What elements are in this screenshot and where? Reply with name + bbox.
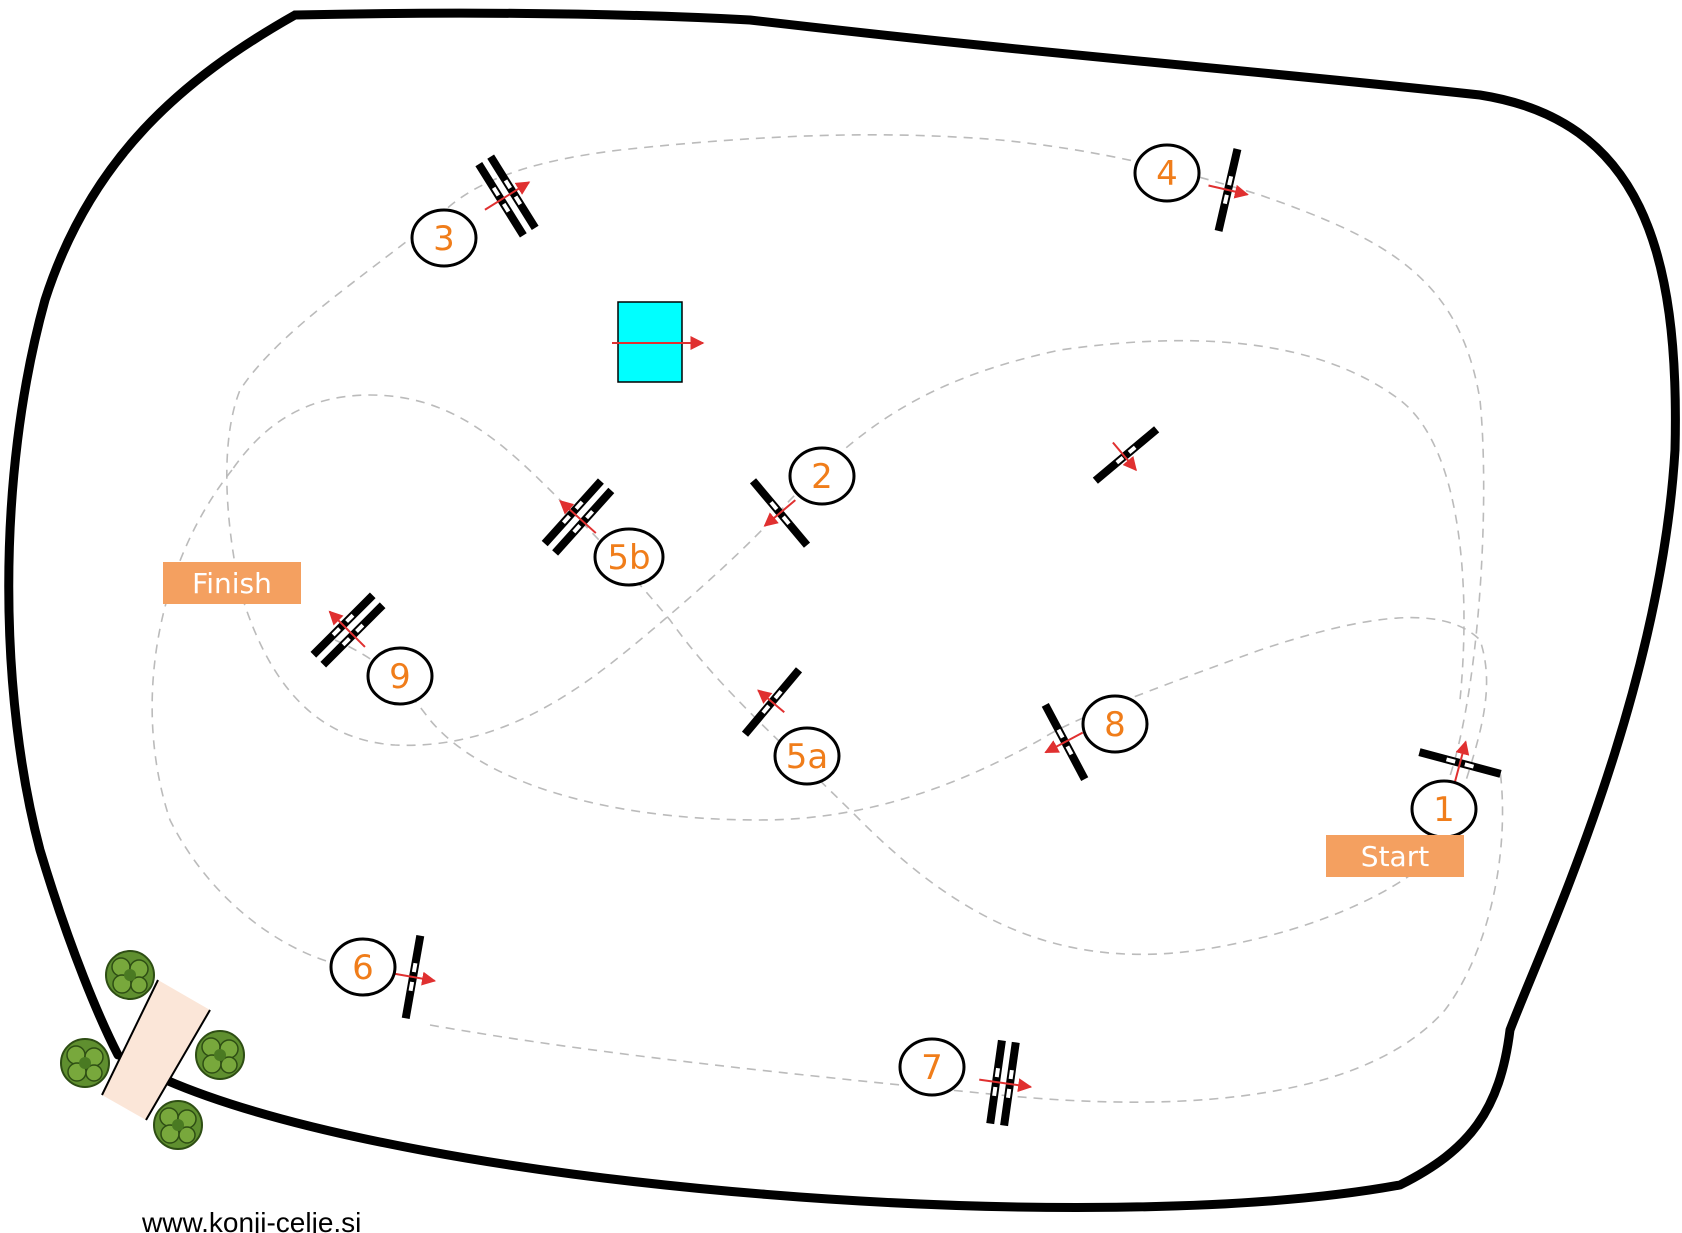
hedge-icon [105, 950, 155, 1000]
fence-number-circle [593, 527, 665, 587]
fence-number: 5a [786, 737, 828, 777]
fence-2-obstacle [749, 478, 811, 548]
water-jump [612, 301, 705, 383]
fence-number: 9 [389, 657, 411, 697]
fence-5a: 5a [741, 667, 841, 786]
start-text: Start [1361, 840, 1429, 873]
hedge-icon [153, 1100, 203, 1150]
fence-8: 8 [1041, 694, 1149, 781]
fence-number: 1 [1433, 790, 1455, 830]
fence-number-circle [1081, 694, 1149, 754]
fence-4: 4 [1133, 143, 1249, 232]
fence-7: 7 [898, 1037, 1033, 1127]
fence-number-circle [788, 446, 856, 506]
fence-number-circle [1133, 143, 1201, 203]
fence-4-obstacle [1208, 148, 1249, 232]
fence-1: 1 [1410, 740, 1502, 839]
fence-5b: 5b [541, 478, 665, 587]
fence-5b-obstacle [541, 478, 615, 556]
hedge-icon [60, 1038, 110, 1088]
finish-text: Finish [192, 567, 272, 600]
fence-number-circle [773, 726, 841, 786]
fence-number-circle [898, 1037, 966, 1097]
fence-3-obstacle [475, 154, 539, 238]
fence-2: 2 [749, 446, 856, 548]
fence-number: 4 [1156, 154, 1178, 194]
fence-number-circle [329, 937, 397, 997]
website-footer: www.konji-celje.si [141, 1207, 361, 1233]
finish-label: Finish [163, 562, 301, 604]
entrance-gate [101, 979, 211, 1121]
fence-number: 7 [921, 1048, 943, 1088]
fence-9-obstacle [310, 592, 386, 668]
fence-8-obstacle [1041, 703, 1089, 781]
fence-number: 2 [811, 457, 833, 497]
arena-boundary [4, 8, 1680, 1212]
start-label: Start [1326, 835, 1464, 877]
fence-9: 9 [310, 592, 434, 706]
fence-5a-obstacle [741, 667, 803, 737]
fence-number: 5b [607, 538, 650, 578]
fence-number: 6 [352, 948, 374, 988]
fence-6-obstacle [395, 934, 437, 1020]
fence-number: 3 [433, 219, 455, 259]
riding-track [151, 133, 1504, 1103]
fence-number-circle [366, 646, 434, 706]
hedge-icon [195, 1030, 245, 1080]
fence-3: 3 [410, 154, 539, 268]
fence-number: 8 [1104, 705, 1126, 745]
fence-1-obstacle [1418, 740, 1502, 785]
fence-number-circle [410, 208, 478, 268]
fence-6: 6 [329, 934, 437, 1020]
fence-7-obstacle [979, 1039, 1033, 1127]
unnumbered-fence [1092, 426, 1160, 484]
